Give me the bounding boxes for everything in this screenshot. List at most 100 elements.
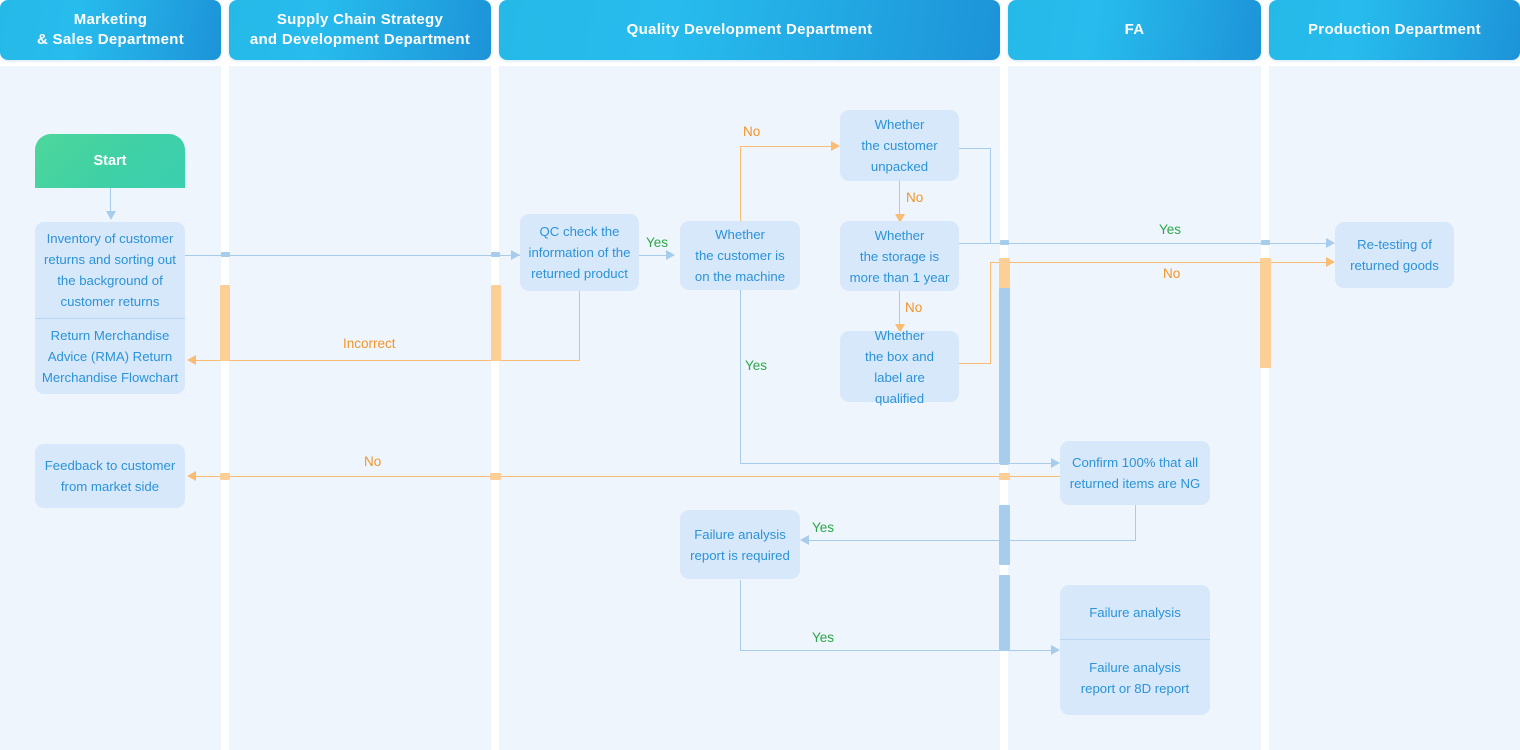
node-failure-analysis-segment[interactable]: Failure analysis bbox=[1060, 585, 1210, 639]
edge-confirm-no-to-feedback bbox=[196, 476, 1060, 477]
edge-label-retest-yes: Yes bbox=[1159, 222, 1182, 237]
edge-fa-report-yes-vertical bbox=[740, 580, 741, 650]
lane-cross-marker-a bbox=[221, 252, 230, 257]
edge-qc-incorrect-vertical bbox=[579, 291, 580, 361]
node-failure-analysis-report-segment[interactable]: Failure analysis report or 8D report bbox=[1060, 639, 1210, 715]
node-whether-customer-on-machine[interactable]: Whether the customer is on the machine bbox=[680, 221, 800, 290]
edge-storage-no bbox=[899, 291, 900, 327]
edge-storage-yes-horizontal bbox=[958, 243, 1333, 244]
lane-cross-marker-orange-b bbox=[491, 285, 501, 361]
edge-box-label-horizontal bbox=[958, 363, 990, 364]
lane-body-production bbox=[1269, 66, 1520, 750]
node-on-machine-label: Whether the customer is on the machine bbox=[694, 227, 786, 284]
lane-header-fa[interactable]: FA bbox=[1008, 0, 1261, 60]
node-failure-analysis-label: Failure analysis bbox=[1089, 604, 1181, 620]
node-box-label-label: Whether the box and label are qualified bbox=[865, 327, 934, 406]
edge-confirm-yes-horizontal bbox=[809, 540, 1136, 541]
arrowhead-machine-no bbox=[831, 141, 840, 151]
lane-cross-marker-orange-f bbox=[490, 473, 501, 480]
edge-label-feedback-no: No bbox=[364, 454, 382, 469]
edge-label-machine-yes: Yes bbox=[745, 358, 768, 373]
lane-header-supply[interactable]: Supply Chain Strategy and Development De… bbox=[229, 0, 491, 60]
node-feedback-label: Feedback to customer from market side bbox=[44, 458, 176, 494]
node-qc-check[interactable]: QC check the information of the returned… bbox=[520, 214, 639, 291]
edge-label-fa-do-yes: Yes bbox=[812, 630, 835, 645]
node-storage-label: Whether the storage is more than 1 year bbox=[849, 227, 950, 285]
edge-qc-incorrect-horizontal bbox=[196, 360, 580, 361]
edge-start-to-inventory bbox=[110, 188, 111, 214]
node-failure-analysis-group[interactable]: Failure analysis Failure analysis report… bbox=[1060, 585, 1210, 715]
edge-machine-yes-horizontal bbox=[740, 463, 1055, 464]
node-fa-report-8d-label: Failure analysis report or 8D report bbox=[1080, 659, 1190, 696]
arrowhead-confirm-yes-to-fa-report bbox=[800, 535, 809, 545]
lane-cross-marker-e bbox=[1261, 240, 1270, 245]
lane-cross-marker-orange-g bbox=[999, 473, 1010, 480]
lane-header-quality-label: Quality Development Department bbox=[626, 20, 873, 38]
lane-header-fa-label: FA bbox=[1124, 20, 1145, 38]
arrowhead-fa-report-yes-to-failure-analysis bbox=[1051, 645, 1060, 655]
edge-machine-no-vertical bbox=[740, 146, 741, 221]
lane-body-supply bbox=[229, 66, 491, 750]
node-feedback-to-customer[interactable]: Feedback to customer from market side bbox=[35, 444, 185, 508]
node-failure-analysis-report-required[interactable]: Failure analysis report is required bbox=[680, 510, 800, 579]
node-retesting-of-returned-goods[interactable]: Re-testing of returned goods bbox=[1335, 222, 1454, 288]
node-confirm-returned-items-ng[interactable]: Confirm 100% that all returned items are… bbox=[1060, 441, 1210, 505]
edge-unpacked-yes-horizontal bbox=[958, 148, 990, 149]
node-whether-box-and-label-qualified[interactable]: Whether the box and label are qualified bbox=[840, 328, 959, 406]
lane-header-supply-label: Supply Chain Strategy and Development De… bbox=[249, 10, 471, 48]
edge-box-label-vertical bbox=[990, 262, 991, 364]
arrowhead-machine-yes-to-confirm bbox=[1051, 458, 1060, 468]
edge-label-fa-required-yes: Yes bbox=[812, 520, 835, 535]
edge-label-qc-yes: Yes bbox=[646, 235, 669, 250]
lane-header-production-label: Production Department bbox=[1308, 20, 1481, 38]
edge-machine-no-horizontal bbox=[740, 146, 835, 147]
lane-cross-marker-orange-a bbox=[220, 285, 230, 361]
lane-cross-marker-orange-c bbox=[999, 258, 1010, 288]
lane-gap-bar-fa-upper bbox=[999, 288, 1010, 463]
node-confirm-ng-label: Confirm 100% that all returned items are… bbox=[1069, 455, 1201, 491]
node-fa-report-required-label: Failure analysis report is required bbox=[690, 526, 790, 563]
edge-machine-yes-vertical bbox=[740, 290, 741, 463]
node-whether-storage-more-than-1-year[interactable]: Whether the storage is more than 1 year bbox=[840, 221, 959, 291]
edge-retest-no-horizontal bbox=[990, 262, 1333, 263]
node-retesting-label: Re-testing of returned goods bbox=[1350, 237, 1439, 273]
edge-qc-to-machine bbox=[639, 255, 674, 256]
edge-unpacked-yes-vertical bbox=[990, 148, 991, 243]
arrowhead-incorrect-to-rma bbox=[187, 355, 196, 365]
arrowhead-retest-no bbox=[1326, 257, 1335, 267]
node-start[interactable]: Start bbox=[35, 134, 185, 188]
node-inventory-and-rma[interactable]: Inventory of customer returns and sortin… bbox=[35, 222, 185, 394]
edge-label-storage-no: No bbox=[905, 300, 923, 315]
edge-label-incorrect: Incorrect bbox=[343, 336, 396, 351]
edge-unpacked-no bbox=[899, 181, 900, 217]
edge-confirm-yes-vertical bbox=[1135, 505, 1136, 540]
arrowhead-start-to-inventory bbox=[106, 211, 116, 220]
arrowhead-storage-yes-to-retest bbox=[1326, 238, 1335, 248]
lane-header-marketing[interactable]: Marketing & Sales Department bbox=[0, 0, 221, 60]
lane-cross-marker-d bbox=[1000, 240, 1009, 245]
node-start-label: Start bbox=[93, 152, 127, 169]
lane-cross-marker-b bbox=[491, 252, 500, 257]
arrowhead-confirm-no-to-feedback bbox=[187, 471, 196, 481]
lane-gap-bar-fa-lower bbox=[999, 575, 1010, 650]
node-inventory-label: Inventory of customer returns and sortin… bbox=[44, 231, 176, 309]
node-qc-check-label: QC check the information of the returned… bbox=[528, 224, 631, 281]
edge-label-retest-no: No bbox=[1163, 266, 1181, 281]
node-whether-customer-unpacked[interactable]: Whether the customer unpacked bbox=[840, 110, 959, 181]
lane-header-production[interactable]: Production Department bbox=[1269, 0, 1520, 60]
arrowhead-storage-no bbox=[895, 324, 905, 333]
lane-header-quality[interactable]: Quality Development Department bbox=[499, 0, 1000, 60]
edge-fa-report-yes-horizontal bbox=[740, 650, 1056, 651]
node-rma-label: Return Merchandise Advice (RMA) Return M… bbox=[41, 328, 179, 385]
node-unpacked-label: Whether the customer unpacked bbox=[861, 117, 938, 174]
edge-label-unpacked-no: No bbox=[906, 190, 924, 205]
arrowhead-inventory-to-qc bbox=[511, 250, 520, 260]
arrowhead-qc-to-machine bbox=[666, 250, 675, 260]
node-inventory-segment[interactable]: Inventory of customer returns and sortin… bbox=[35, 222, 185, 318]
lane-gap-bar-fa-mid bbox=[999, 505, 1010, 565]
arrowhead-unpacked-no bbox=[895, 214, 905, 223]
node-rma-segment[interactable]: Return Merchandise Advice (RMA) Return M… bbox=[35, 318, 185, 394]
edge-label-machine-no: No bbox=[743, 124, 761, 139]
lane-cross-marker-orange-d bbox=[1260, 258, 1271, 368]
